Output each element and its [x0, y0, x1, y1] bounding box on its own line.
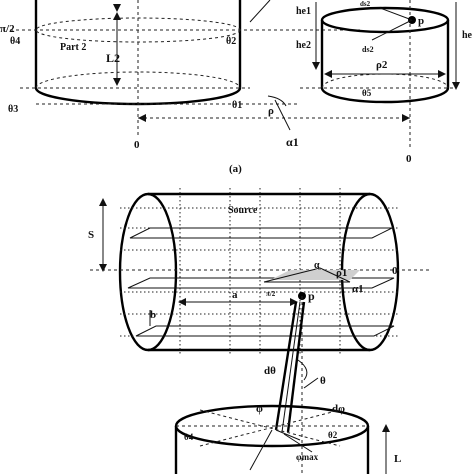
label-L: L [394, 453, 401, 465]
label-he: he [462, 30, 473, 41]
label-a: a [232, 289, 238, 301]
label-alpha1: α1 [286, 135, 299, 149]
label-theta-b: θ [320, 375, 326, 387]
figure-b: Source S α ρ1 0 α1 π/2 a p b dθ θ φ dφ θ… [88, 188, 430, 474]
label-p-a: p [418, 15, 424, 27]
label-source: Source [228, 205, 258, 216]
caption-a: (a) [229, 163, 242, 175]
label-theta1: θ1 [232, 100, 242, 111]
label-ds2: ds2 [362, 45, 374, 54]
label-theta3: θ3 [8, 104, 18, 115]
label-dtheta: dθ [264, 365, 276, 377]
label-phimax: φmax [296, 452, 319, 462]
label-theta5: θ5 [362, 88, 372, 98]
label-b: b [150, 309, 156, 321]
label-theta2-b: θ2 [328, 430, 338, 440]
label-zero-right: 0 [406, 153, 412, 165]
label-he1: he1 [296, 6, 311, 17]
label-phi: φ [256, 403, 263, 415]
source-cylinder [90, 188, 430, 474]
label-rho1: ρ1 [336, 267, 347, 279]
label-zero-b: 0 [392, 265, 398, 277]
label-alpha1-b: α1 [352, 283, 364, 295]
label-alpha: α [314, 260, 320, 271]
label-S: S [88, 229, 94, 241]
label-zero-left: 0 [134, 139, 140, 151]
label-rho: ρ [268, 105, 274, 117]
label-theta2: θ2 [226, 36, 236, 47]
right-cylinder [249, 0, 460, 150]
label-pi-half: π/2 [0, 23, 15, 35]
label-L2: L2 [106, 51, 120, 65]
label-dphi: dφ [332, 403, 345, 415]
label-ds2-top: ds2 [360, 0, 371, 8]
detector-cylinder [174, 404, 390, 474]
label-part2: Part 2 [60, 42, 86, 53]
ray-tube [274, 301, 319, 441]
left-cylinder [10, 0, 360, 135]
label-theta4-b: θ4 [184, 432, 194, 442]
label-he2: he2 [296, 40, 311, 51]
label-rho2: ρ2 [376, 59, 388, 71]
label-p-b: p [308, 289, 315, 303]
label-pi-half-b: π/2 [266, 290, 276, 298]
label-theta4: θ4 [10, 36, 20, 47]
figure-a: π/2 θ4 Part 2 L2 θ2 θ3 θ1 he1 he2 he ds2… [0, 0, 473, 175]
